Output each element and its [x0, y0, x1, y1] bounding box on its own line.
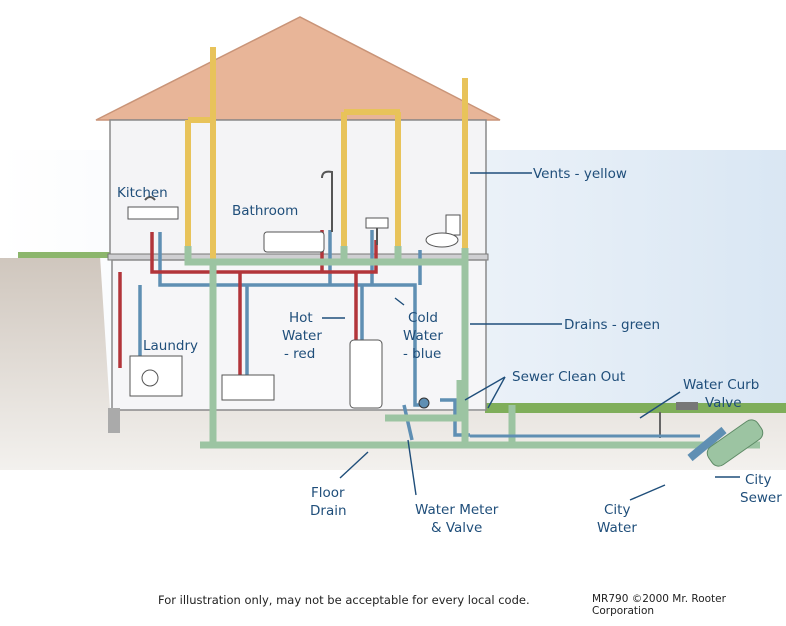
city-water-label-line2: Water: [597, 520, 637, 536]
hot-water-label-line2: Water: [282, 328, 322, 344]
washer: [129, 355, 183, 397]
ground: [0, 256, 786, 470]
water-curb-valve-label-line2: Valve: [705, 395, 742, 411]
city-sewer-pipe: [706, 419, 764, 467]
sewer-clean-out-label: Sewer Clean Out: [512, 369, 625, 385]
water-heater: [349, 339, 383, 409]
city-water-label-line1: City: [604, 502, 630, 518]
laundry-tub: [221, 374, 275, 401]
floor-drain-label-line1: Floor: [311, 485, 345, 501]
roof: [95, 16, 501, 121]
bathtub: [263, 170, 333, 253]
cold-water-label-line1: Cold: [408, 310, 438, 326]
water-meter-label-line1: Water Meter: [415, 502, 499, 518]
floor-drain-label-line2: Drain: [310, 503, 347, 519]
hot-water-label-line3: - red: [284, 346, 315, 362]
cold-water-label-line3: - blue: [403, 346, 441, 362]
disclaimer-text: For illustration only, may not be accept…: [158, 593, 530, 607]
kitchen-sink: [127, 196, 179, 220]
city-sewer-label-line2: Sewer: [740, 490, 782, 506]
drains-label: Drains - green: [564, 317, 660, 333]
bathroom-label: Bathroom: [232, 203, 298, 219]
leader-lines: [322, 172, 740, 501]
lawn: [485, 403, 786, 413]
hot-water-label-line1: Hot: [289, 310, 313, 326]
city-water-pipe: [687, 426, 727, 462]
water-meter-label-line2: & Valve: [431, 520, 482, 536]
lawn-left: [18, 252, 113, 258]
copyright-credit: MR790 ©2000 Mr. Rooter Corporation: [592, 593, 726, 617]
water-meter: [418, 397, 430, 409]
toilet: [425, 214, 461, 248]
drain-pipes: [184, 246, 760, 449]
vents-label: Vents - yellow: [533, 166, 627, 182]
vent-pipes: [185, 47, 468, 260]
city-sewer-label-line1: City: [745, 472, 771, 488]
bathroom-sink: [365, 217, 389, 245]
curb-valve-box: [676, 402, 698, 410]
kitchen-label: Kitchen: [117, 185, 168, 201]
cold-water-label-line2: Water: [403, 328, 443, 344]
foundation: [108, 408, 120, 433]
water-curb-valve-label-line1: Water Curb: [683, 377, 759, 393]
laundry-label: Laundry: [143, 338, 198, 354]
